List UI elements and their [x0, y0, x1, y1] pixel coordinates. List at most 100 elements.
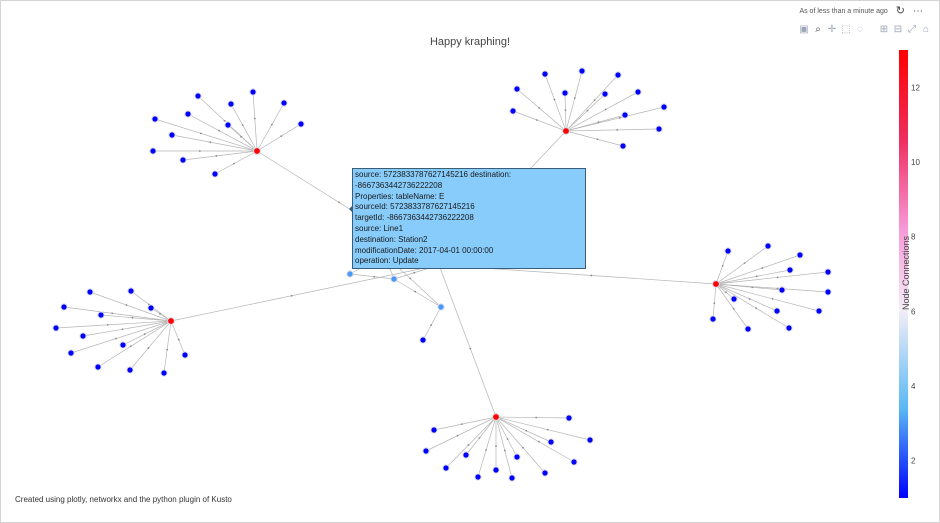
- graph-node[interactable]: [744, 325, 752, 333]
- graph-node[interactable]: [249, 88, 257, 96]
- graph-node[interactable]: [149, 147, 157, 155]
- graph-node[interactable]: [430, 426, 438, 434]
- edge-marker: [776, 276, 779, 279]
- graph-node[interactable]: [184, 110, 192, 118]
- graph-node[interactable]: [796, 251, 804, 259]
- graph-edge: [422, 306, 442, 341]
- zoom-out-icon[interactable]: ⊟: [893, 24, 903, 35]
- refresh-icon[interactable]: ↻: [895, 5, 905, 17]
- graph-node[interactable]: [181, 351, 189, 359]
- graph-node[interactable]: [614, 71, 622, 79]
- zoom-icon[interactable]: ⌕: [815, 24, 821, 35]
- graph-node[interactable]: [492, 466, 500, 474]
- graph-node[interactable]: [60, 303, 68, 311]
- graph-edge: [565, 91, 639, 132]
- graph-node[interactable]: [547, 438, 555, 446]
- graph-node[interactable]: [211, 170, 219, 178]
- status-bar: As of less than a minute ago ↻ ⋯: [799, 6, 924, 17]
- graph-node[interactable]: [509, 107, 517, 115]
- zoom-in-icon[interactable]: ⊞: [879, 24, 889, 35]
- graph-node[interactable]: [586, 436, 594, 444]
- graph-node[interactable]: [224, 121, 232, 129]
- graph-node[interactable]: [194, 92, 202, 100]
- graph-node[interactable]: [578, 67, 586, 75]
- graph-node[interactable]: [815, 307, 823, 315]
- graph-node[interactable]: [119, 341, 127, 349]
- graph-node[interactable]: [346, 270, 354, 278]
- lasso-icon[interactable]: ◌: [857, 24, 863, 35]
- graph-node[interactable]: [86, 288, 94, 296]
- edge-marker: [215, 155, 218, 157]
- graph-node[interactable]: [168, 131, 176, 139]
- pan-icon[interactable]: ✛: [827, 24, 837, 35]
- graph-edge: [154, 118, 258, 152]
- graph-node[interactable]: [785, 324, 793, 332]
- graph-node[interactable]: [126, 366, 134, 374]
- graph-node[interactable]: [127, 287, 135, 295]
- graph-edge: [715, 250, 729, 285]
- graph-node[interactable]: [561, 89, 569, 97]
- graph-node[interactable]: [513, 85, 521, 93]
- graph-node[interactable]: [773, 307, 781, 315]
- graph-node[interactable]: [570, 458, 578, 466]
- graph-node[interactable]: [462, 451, 470, 459]
- edge-marker: [253, 117, 256, 120]
- more-options-icon[interactable]: ⋯: [913, 5, 924, 17]
- graph-node[interactable]: [253, 147, 261, 155]
- box-select-icon[interactable]: ⬚: [841, 24, 851, 35]
- graph-node[interactable]: [709, 315, 717, 323]
- graph-node[interactable]: [442, 464, 450, 472]
- graph-node[interactable]: [474, 473, 482, 481]
- tooltip-arrow: [349, 205, 353, 213]
- graph-node[interactable]: [565, 414, 573, 422]
- edge-marker: [503, 449, 506, 452]
- graph-node[interactable]: [541, 70, 549, 78]
- graph-node[interactable]: [67, 349, 75, 357]
- graph-edge: [565, 128, 660, 132]
- graph-edge: [565, 130, 624, 147]
- graph-node[interactable]: [660, 103, 668, 111]
- graph-node[interactable]: [422, 447, 430, 455]
- graph-node[interactable]: [724, 247, 732, 255]
- graph-node[interactable]: [147, 304, 155, 312]
- graph-node[interactable]: [297, 120, 305, 128]
- graph-node[interactable]: [562, 127, 570, 135]
- graph-node[interactable]: [655, 125, 663, 133]
- graph-node[interactable]: [541, 469, 549, 477]
- graph-node[interactable]: [712, 280, 720, 288]
- graph-node[interactable]: [97, 311, 105, 319]
- edge-marker: [616, 129, 619, 131]
- graph-node[interactable]: [730, 295, 738, 303]
- graph-node[interactable]: [79, 332, 87, 340]
- graph-node[interactable]: [419, 336, 427, 344]
- graph-node[interactable]: [280, 99, 288, 107]
- graph-node[interactable]: [151, 115, 159, 123]
- graph-node[interactable]: [390, 275, 398, 283]
- edge-marker: [586, 109, 589, 112]
- graph-node[interactable]: [619, 142, 627, 150]
- graph-node[interactable]: [508, 474, 516, 482]
- graph-node[interactable]: [227, 100, 235, 108]
- graph-node[interactable]: [437, 303, 445, 311]
- graph-node[interactable]: [601, 90, 609, 98]
- graph-node[interactable]: [634, 88, 642, 96]
- graph-node[interactable]: [513, 453, 521, 461]
- graph-node[interactable]: [778, 286, 786, 294]
- camera-icon[interactable]: ▣: [799, 24, 809, 35]
- graph-node[interactable]: [160, 369, 168, 377]
- graph-node[interactable]: [492, 413, 500, 421]
- graph-node[interactable]: [621, 111, 629, 119]
- graph-node[interactable]: [764, 242, 772, 250]
- autoscale-icon[interactable]: ⤢: [908, 24, 916, 35]
- reset-axes-icon[interactable]: ⌂: [922, 24, 930, 35]
- node-layer: [52, 67, 832, 482]
- graph-node[interactable]: [167, 317, 175, 325]
- graph-node[interactable]: [824, 288, 832, 296]
- graph-edge: [100, 314, 172, 322]
- graph-node[interactable]: [824, 268, 832, 276]
- graph-node[interactable]: [786, 266, 794, 274]
- graph-node[interactable]: [94, 363, 102, 371]
- graph-node[interactable]: [179, 156, 187, 164]
- graph-node[interactable]: [52, 324, 60, 332]
